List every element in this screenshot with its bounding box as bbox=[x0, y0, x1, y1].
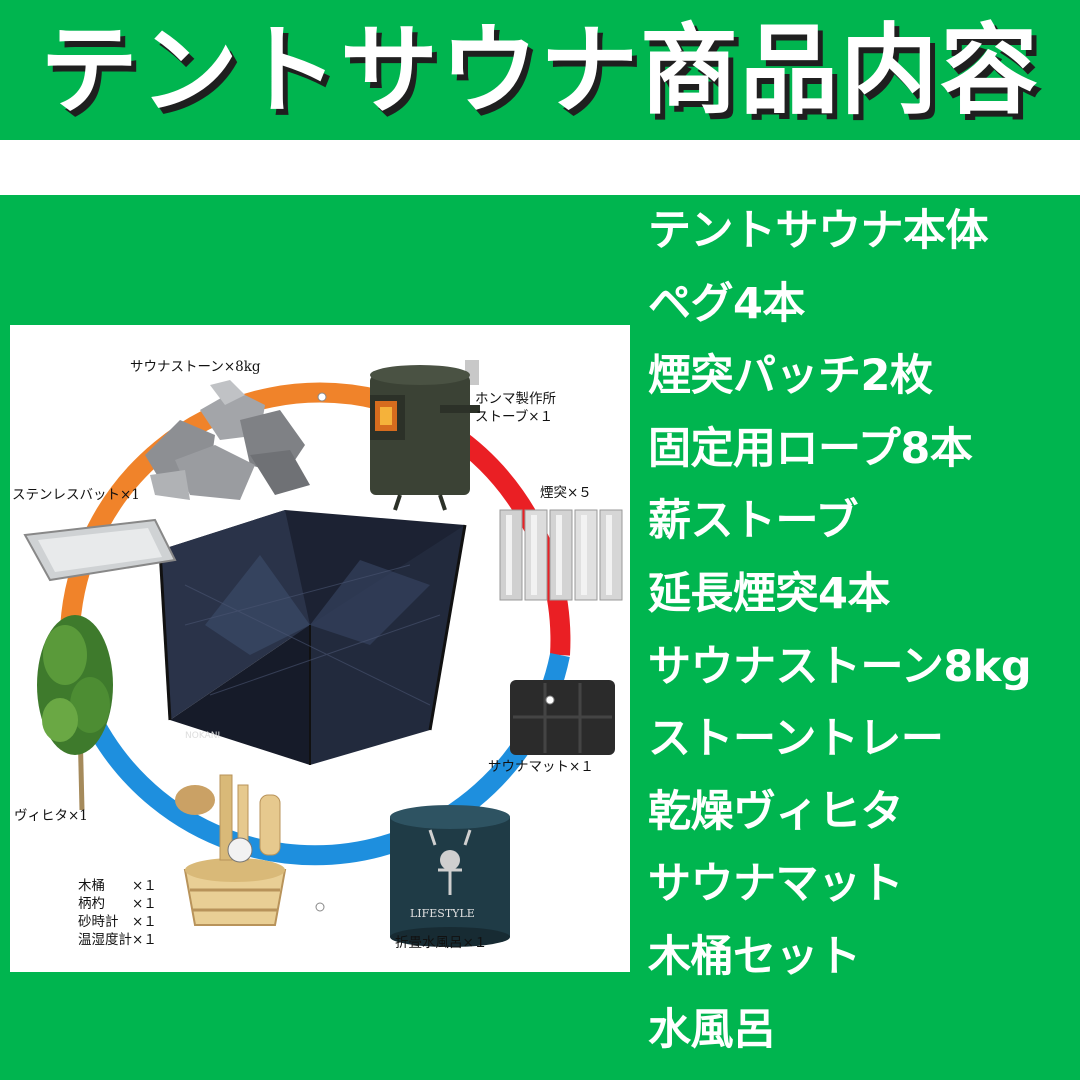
white-divider bbox=[0, 140, 1080, 195]
tent-brand: NOKANI bbox=[185, 731, 220, 741]
label-tray: ステンレスバット×1 bbox=[12, 487, 140, 503]
list-item: 木桶セット bbox=[648, 931, 861, 982]
list-item: 延長煙突4本 bbox=[648, 568, 890, 619]
bucket-set-icon bbox=[175, 774, 287, 926]
wood-stove-icon bbox=[370, 360, 480, 511]
product-illustration: NOKANI bbox=[23, 360, 623, 947]
contents-list: テントサウナ本体 ペグ4本 煙突パッチ2枚 固定用ロープ8本 薪ストーブ 延長煙… bbox=[648, 203, 1078, 1074]
ring-dot bbox=[317, 392, 327, 402]
list-item: 水風呂 bbox=[648, 1004, 776, 1055]
label-bucket-1: 木桶 ×１ bbox=[78, 878, 157, 894]
tub-text: LIFESTYLE bbox=[410, 907, 475, 920]
ring-dot bbox=[545, 695, 555, 705]
list-item: 乾燥ヴィヒタ bbox=[648, 786, 904, 837]
page-title: テントサウナ商品内容 bbox=[39, 14, 1040, 128]
sauna-stones-icon bbox=[145, 380, 310, 500]
list-item: ペグ4本 bbox=[648, 278, 805, 329]
label-stove-line2: ストーブ×１ bbox=[475, 409, 554, 425]
vihta-icon bbox=[37, 615, 113, 811]
list-item: 固定用ロープ8本 bbox=[648, 423, 973, 474]
steel-tray-icon bbox=[23, 518, 177, 582]
tent-icon bbox=[158, 510, 467, 765]
label-stove-line1: ホンマ製作所 bbox=[475, 391, 556, 407]
folding-tub-icon bbox=[390, 805, 510, 947]
list-item: 煙突パッチ2枚 bbox=[648, 351, 933, 402]
label-bucket-3: 砂時計 ×１ bbox=[78, 914, 157, 930]
header-banner: テントサウナ商品内容 bbox=[0, 0, 1080, 140]
list-item: サウナストーン8kg bbox=[648, 641, 1032, 692]
sauna-mat-icon bbox=[510, 680, 615, 755]
label-bucket-4: 温湿度計×１ bbox=[78, 932, 157, 948]
label-tub: 折畳水風呂×１ bbox=[395, 935, 488, 951]
label-chimney: 煙突×５ bbox=[540, 485, 592, 501]
list-item: サウナマット bbox=[648, 859, 904, 910]
list-item: ストーントレー bbox=[648, 714, 944, 765]
label-mat: サウナマット×１ bbox=[488, 759, 594, 775]
product-photo: NOKANI bbox=[10, 325, 630, 972]
ring-dot bbox=[315, 902, 325, 912]
label-bucket-2: 柄杓 ×１ bbox=[78, 896, 157, 912]
list-item: 薪ストーブ bbox=[648, 496, 858, 547]
label-stones: サウナストーン×8kg bbox=[130, 359, 261, 375]
list-item: テントサウナ本体 bbox=[648, 206, 989, 256]
chimney-pipes-icon bbox=[499, 509, 623, 601]
label-vihta: ヴィヒタ×1 bbox=[14, 808, 88, 824]
